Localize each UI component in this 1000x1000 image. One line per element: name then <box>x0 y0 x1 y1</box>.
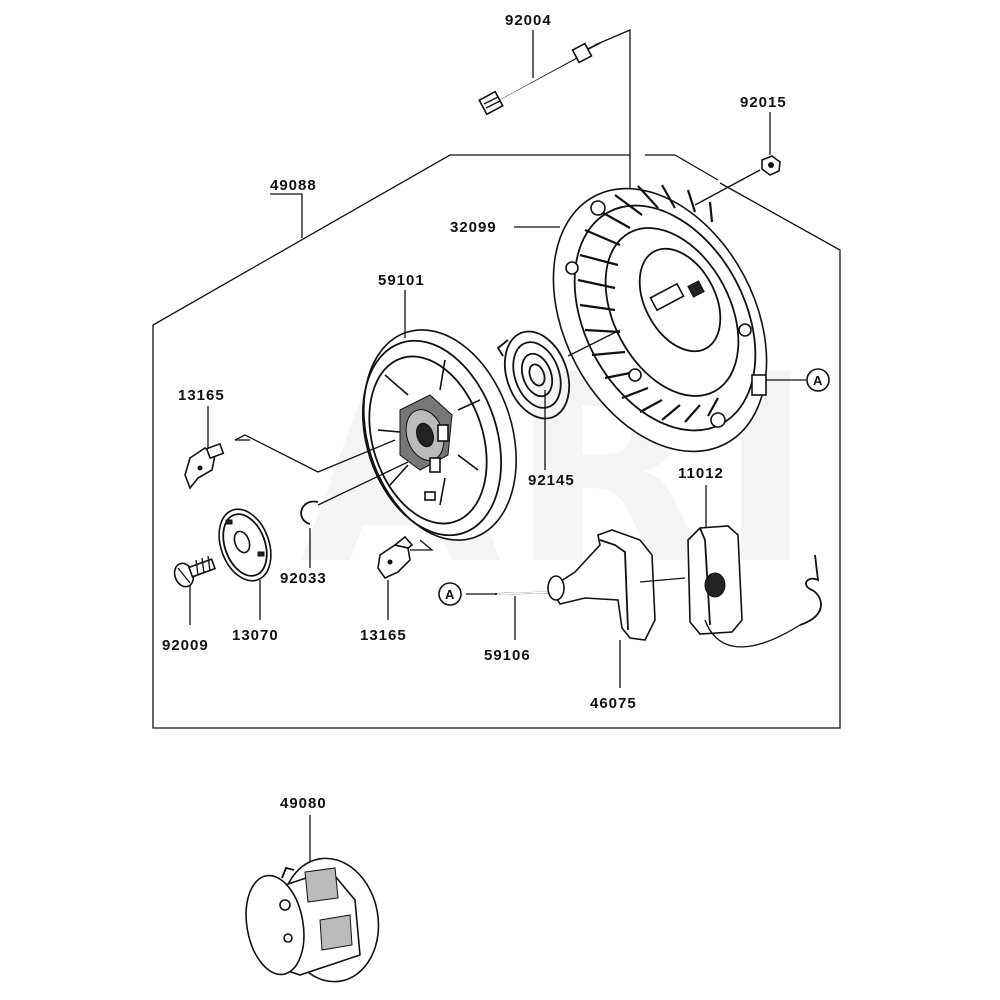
svg-text:A: A <box>445 587 455 602</box>
part-59101-reel[interactable] <box>338 310 542 560</box>
part-92033-circlip[interactable] <box>300 500 319 525</box>
assembly-frame-segment <box>674 154 719 181</box>
label-13165-lower: 13165 <box>360 627 407 644</box>
part-49080-cup[interactable] <box>239 851 388 990</box>
label-92145: 92145 <box>528 472 575 489</box>
part-92004-shaft[interactable] <box>478 42 601 116</box>
part-46075-handle[interactable] <box>547 529 656 641</box>
label-49080: 49080 <box>280 795 327 812</box>
part-13165-ratchet-upper[interactable] <box>184 442 225 490</box>
label-59106: 59106 <box>484 647 531 664</box>
part-92009-screw[interactable] <box>171 555 217 589</box>
part-13070-plate[interactable] <box>210 502 280 588</box>
label-11012: 11012 <box>678 465 724 482</box>
label-92004: 92004 <box>505 12 552 29</box>
label-32099: 32099 <box>450 219 497 236</box>
part-92145-spring[interactable] <box>493 322 580 427</box>
label-92009: 92009 <box>162 637 209 654</box>
assembly-frame <box>152 154 841 729</box>
part-32099-housing[interactable] <box>510 152 809 488</box>
part-11012-grip[interactable] <box>687 525 822 648</box>
reference-marker-a-lower: A <box>438 582 462 606</box>
part-92015-nut[interactable] <box>761 155 781 176</box>
label-46075: 46075 <box>590 695 637 712</box>
label-59101: 59101 <box>378 272 425 289</box>
label-13070: 13070 <box>232 627 279 644</box>
svg-text:A: A <box>813 373 823 388</box>
part-13165-ratchet-lower[interactable] <box>377 535 414 580</box>
reference-marker-a-upper: A <box>806 368 830 392</box>
label-13165-upper: 13165 <box>178 387 225 404</box>
label-92033: 92033 <box>280 570 327 587</box>
label-49088: 49088 <box>270 177 317 194</box>
label-92015: 92015 <box>740 94 787 111</box>
